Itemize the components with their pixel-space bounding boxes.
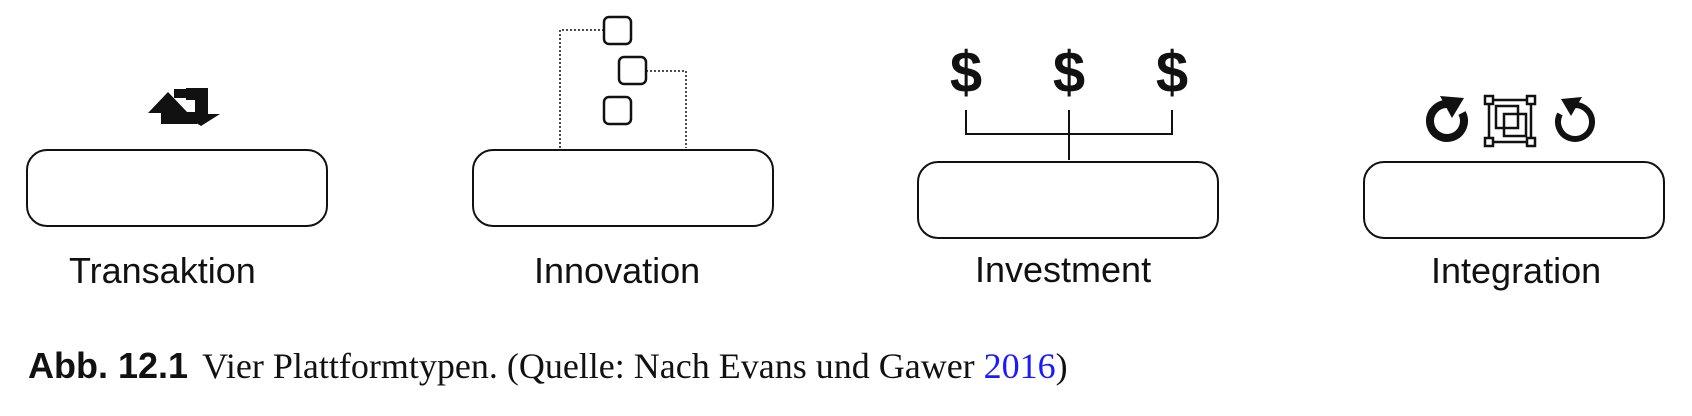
retweet-arrows-icon — [148, 88, 220, 126]
platform-box-innovation — [472, 149, 774, 227]
caption-close: ) — [1055, 346, 1068, 386]
dollar-signs-icon: $ $ $ — [950, 40, 1188, 160]
connected-squares-icon — [559, 15, 687, 148]
platform-transaktion — [26, 88, 328, 227]
platform-box-investment — [917, 161, 1219, 239]
dollar-icon: $ — [1156, 40, 1188, 105]
platform-label-investment: Investment — [975, 249, 1152, 290]
dollar-icon: $ — [1053, 40, 1085, 105]
platform-integration — [1363, 94, 1665, 239]
rotate-counterclockwise-icon — [1555, 97, 1595, 142]
citation-link[interactable]: 2016 — [983, 346, 1056, 386]
platform-box-transaktion — [26, 149, 328, 227]
platform-investment: $ $ $ — [917, 40, 1219, 239]
platform-label-transaktion: Transaktion — [69, 250, 256, 291]
figure-number: Abb. 12.1 — [28, 345, 189, 386]
dollar-icon: $ — [950, 40, 982, 105]
layers-select-icon — [1483, 94, 1537, 148]
rotate-clockwise-icon — [1426, 96, 1468, 142]
platform-label-innovation: Innovation — [534, 250, 701, 291]
caption-text: Vier Plattformtypen. (Quelle: Nach Evans… — [202, 346, 984, 386]
rotate-and-layers-icon — [1426, 94, 1595, 148]
platform-innovation — [472, 15, 774, 227]
platform-label-integration: Integration — [1431, 250, 1602, 291]
figure-caption: Abb. 12.1 Vier Plattformtypen. (Quelle: N… — [28, 345, 1068, 387]
platform-box-integration — [1363, 161, 1665, 239]
